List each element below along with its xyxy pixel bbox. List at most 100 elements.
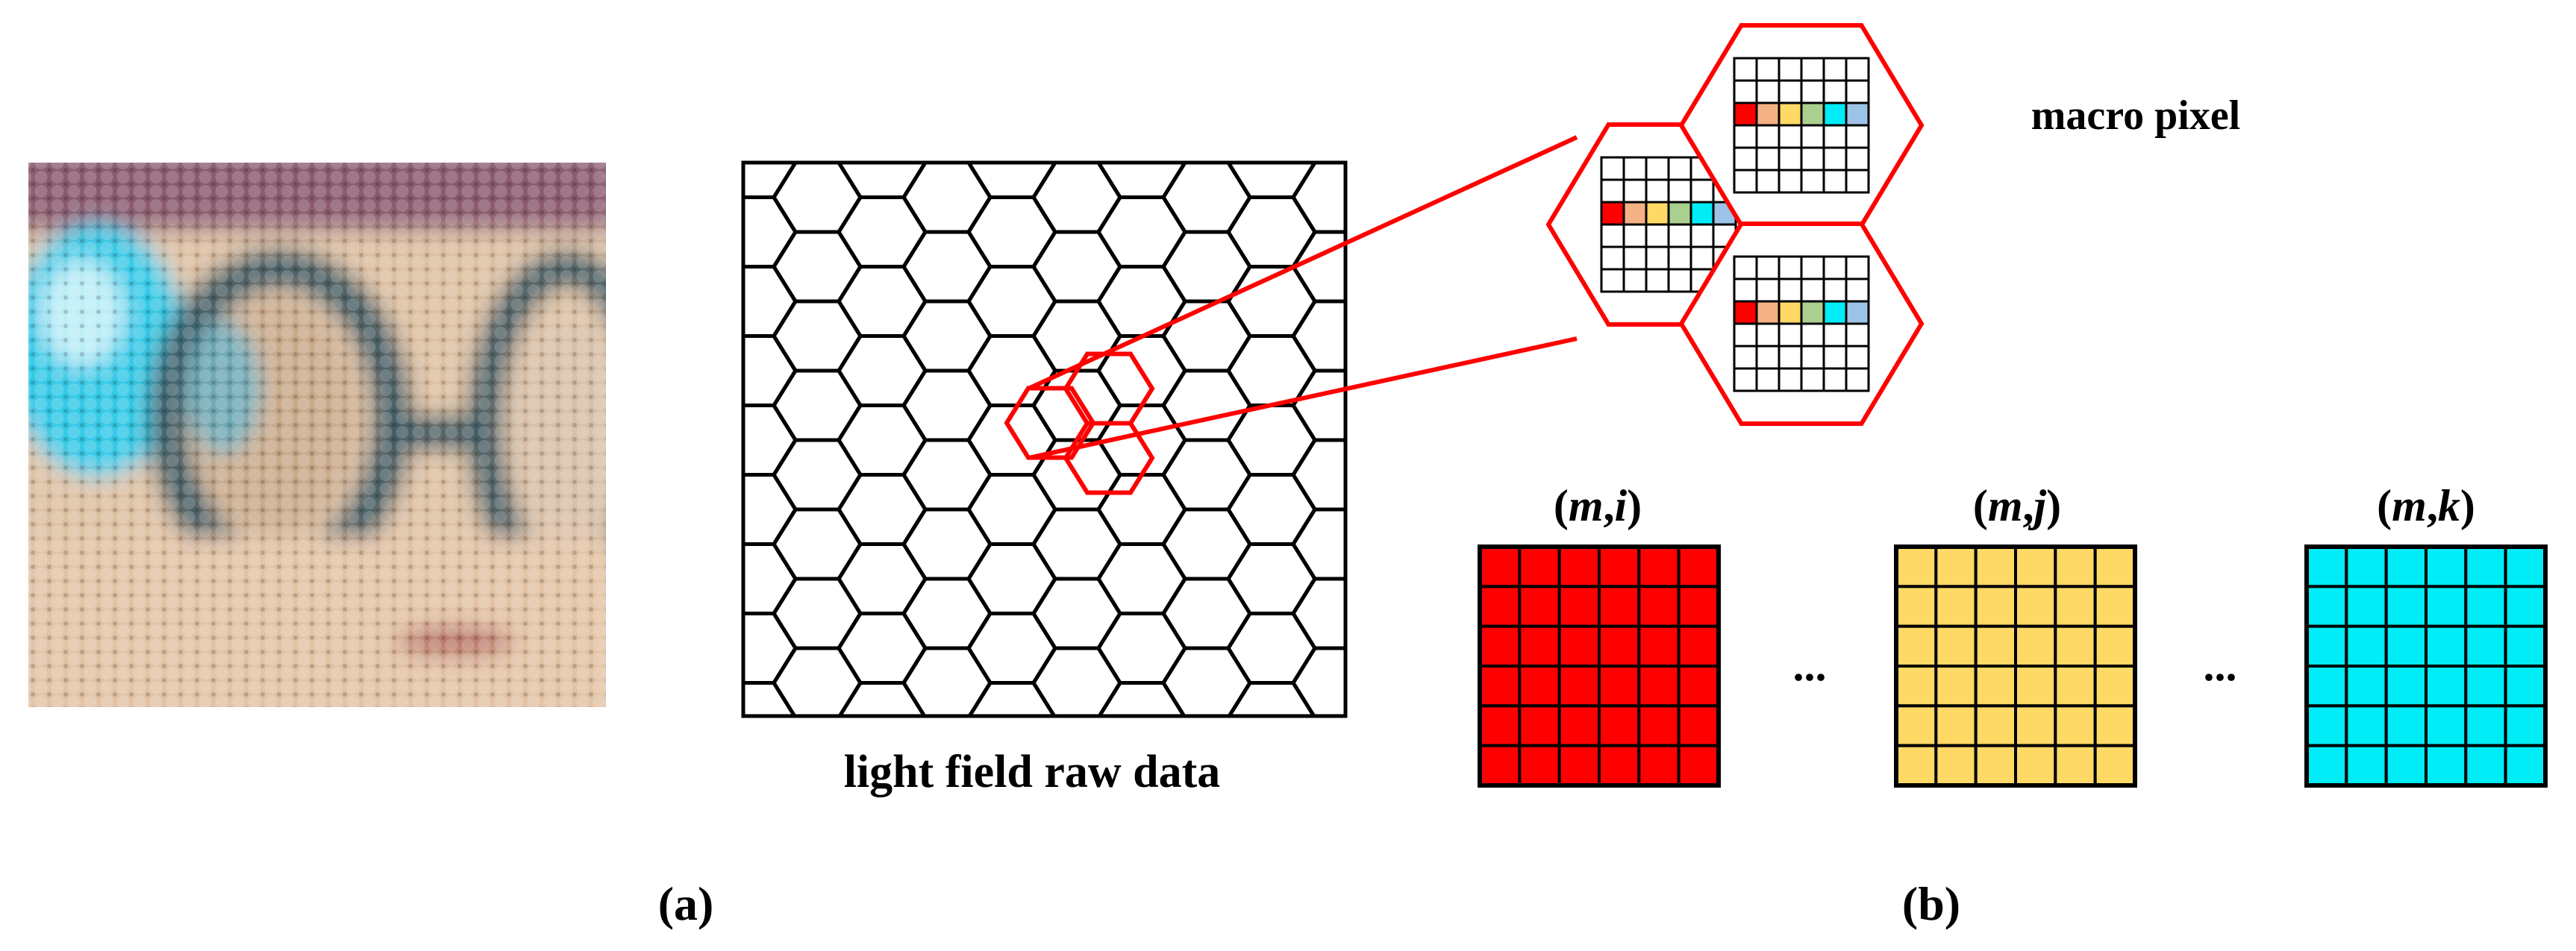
macro-pixel-cell [1845, 124, 1870, 149]
hex-cell [644, 440, 731, 509]
macro-pixel-cell [1755, 101, 1781, 127]
hex-lattice [644, 59, 1510, 856]
macro-pixel-cell [1755, 146, 1781, 172]
hex-cell [1053, 163, 1101, 165]
view-cell [2014, 744, 2057, 788]
macro-pixel-cell [1755, 345, 1781, 370]
highlight-hex [1063, 421, 1155, 495]
hex-cell [1227, 681, 1316, 716]
hex-cell [837, 681, 927, 716]
view-cell [2305, 665, 2348, 708]
hex-cell [1358, 475, 1445, 544]
view-label-j: (m,j) [1973, 481, 2061, 530]
view-cell [2345, 545, 2388, 589]
view-cell [2305, 624, 2348, 668]
macro-pixel-cell [1755, 124, 1781, 149]
view-cell [1637, 585, 1681, 628]
hex-cell [1358, 753, 1445, 822]
hex-cell [1097, 681, 1187, 716]
hex-cell [923, 163, 971, 165]
view-cell [1677, 665, 1721, 708]
macro-pixel-cell [1822, 277, 1848, 303]
panel-label-b: (b) [1902, 877, 1960, 930]
view-cell [1478, 624, 1522, 668]
view-cell [1974, 545, 2018, 589]
view-cell [1557, 624, 1601, 668]
svg-text:(m,k): (m,k) [2377, 481, 2475, 530]
hex-cell [969, 59, 1055, 128]
macro-pixel-cell [1622, 268, 1648, 293]
macro-pixel-cell [1755, 322, 1781, 348]
hex-cell [1291, 299, 1345, 373]
view-cell [2464, 545, 2507, 589]
macro-pixel-cell [1733, 367, 1758, 392]
macro-pixel-cell [1622, 201, 1648, 226]
macro-pixel-cell [1755, 277, 1781, 303]
view-grid-j [1894, 544, 2137, 788]
view-cell [1974, 665, 2018, 708]
view-cell [1974, 585, 2018, 628]
view-cell [2464, 624, 2507, 668]
macro-pixel-cell [1645, 156, 1670, 181]
macro-pixel-label: macro pixel [2031, 92, 2240, 139]
macro-pixel-cell [1600, 201, 1625, 226]
macro-pixel-cell [1600, 223, 1625, 248]
macro-pixel-cell [1800, 124, 1825, 149]
view-cell [1598, 665, 1641, 708]
macro-pixel-cell [1845, 79, 1870, 104]
view-cell [2345, 585, 2388, 628]
hex-cell [1313, 715, 1345, 716]
macro-pixel-cell [1600, 245, 1625, 271]
macro-pixel-cell [1800, 79, 1825, 104]
macro-pixel-cell [1733, 169, 1758, 194]
subaperture-views [1478, 544, 2548, 788]
view-cell [1557, 704, 1601, 747]
macro-pixel-cell [1778, 146, 1803, 172]
view-cell [1478, 545, 1522, 589]
macro-pixel-cell [1755, 367, 1781, 392]
macro-pixel-cell [1667, 156, 1692, 181]
hex-cell [1423, 787, 1510, 856]
macro-pixel-cell [1845, 322, 1870, 348]
view-cell [2384, 545, 2428, 589]
macro-pixel-cell [1667, 268, 1692, 293]
hex-cell [644, 371, 731, 440]
macro-pixel-cell [1755, 300, 1781, 325]
hex-cell [1358, 683, 1445, 753]
view-cell [2504, 624, 2548, 668]
view-cell [2093, 545, 2137, 589]
macro-pixel-cell [1778, 322, 1803, 348]
macro-pixel-cell [1778, 277, 1803, 303]
view-cell [1934, 744, 1978, 788]
macro-pixel-cell [1667, 178, 1692, 204]
hex-cell [1291, 438, 1345, 512]
macro-pixel-cell [1822, 57, 1848, 82]
macro-pixel-cell [1778, 300, 1803, 325]
svg-text:(m,j): (m,j) [1973, 481, 2061, 530]
macro-pixel-cell [1600, 268, 1625, 293]
macro-pixel-cell [1800, 101, 1825, 127]
macro-pixel-cell [1689, 223, 1715, 248]
view-cell [1637, 665, 1681, 708]
hex-cell [1291, 507, 1345, 581]
macro-pixel-cell [1822, 101, 1848, 127]
view-cell [2305, 744, 2348, 788]
hex-cell [1291, 230, 1345, 304]
view-cell [1895, 624, 1938, 668]
view-cell [1934, 545, 1978, 589]
view-cell [1478, 744, 1522, 788]
macro-pixel [1678, 23, 1925, 227]
hex-cell [1358, 406, 1445, 475]
hex-cell [1423, 93, 1510, 163]
macro-pixel-cell [1800, 169, 1825, 194]
view-cell [2504, 585, 2548, 628]
view-cell [1518, 624, 1561, 668]
view-cell [2093, 624, 2137, 668]
view-cell [2093, 585, 2137, 628]
view-cell [2384, 704, 2428, 747]
hex-cell [1293, 787, 1380, 856]
view-grid-border [1894, 544, 2137, 788]
macro-pixel-cell [1733, 255, 1758, 280]
view-cell [2014, 624, 2057, 668]
view-cell [2345, 704, 2388, 747]
